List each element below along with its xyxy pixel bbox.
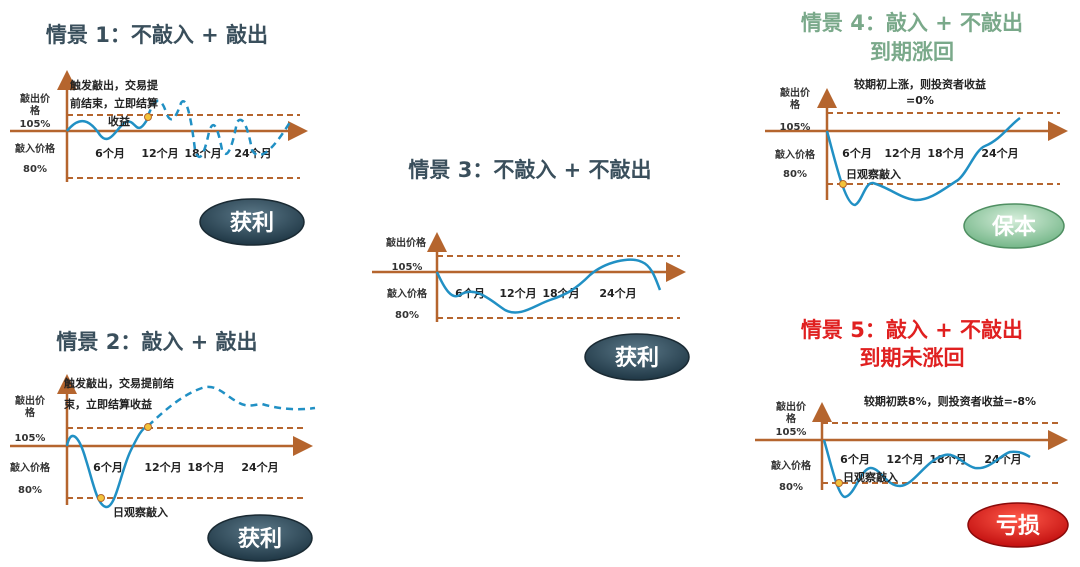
annotation: 触发敲出，交易提前结 — [63, 376, 174, 390]
annotation: 收益 — [108, 114, 130, 128]
scenario-4-title: 情景 4：敲入 + 不敲出 — [801, 11, 1023, 35]
scenario-1: 情景 1：不敲入 + 敲出 敲出价 格 105% 敲入价格 80% 6个月 12… — [10, 23, 308, 246]
result-label: 获利 — [615, 346, 659, 371]
result-button-loss[interactable]: 亏损 — [967, 502, 1069, 548]
knockout-pct: 105% — [780, 122, 811, 133]
result-button-breakeven[interactable]: 保本 — [963, 203, 1065, 249]
result-label: 获利 — [230, 211, 274, 236]
month-label: 6个月 — [842, 146, 872, 160]
month-label: 12个月 — [886, 452, 923, 466]
knockin-pct: 80% — [783, 169, 807, 180]
knockin-pct: 80% — [23, 164, 47, 175]
scenario-5-subtitle: 到期未涨回 — [860, 346, 965, 370]
knockin-label: 敲入价格 — [771, 459, 812, 472]
knockout-label: 敲出价 — [780, 86, 811, 99]
knockout-point — [144, 423, 152, 431]
knockout-pct: 105% — [392, 262, 423, 273]
knockin-point — [835, 479, 843, 487]
annotation: 触发敲出，交易提 — [69, 78, 159, 92]
month-label: 6个月 — [840, 452, 870, 466]
month-label: 18个月 — [187, 460, 224, 474]
scenario-5-title: 情景 5：敲入 + 不敲出 — [801, 318, 1023, 342]
month-label: 18个月 — [929, 452, 966, 466]
month-label: 18个月 — [542, 286, 579, 300]
scenario-3-title: 情景 3：不敲入 + 不敲出 — [408, 158, 651, 182]
scenario-5: 情景 5：敲入 + 不敲出 到期未涨回 敲出价 格 105% 敲入价格 80% … — [755, 318, 1069, 548]
month-label: 12个月 — [499, 286, 536, 300]
month-label: 12个月 — [141, 146, 178, 160]
knockin-label: 敲入价格 — [387, 287, 428, 300]
knockin-pct: 80% — [779, 482, 803, 493]
price-curve — [822, 439, 1031, 499]
month-label: 6个月 — [93, 460, 123, 474]
price-curve — [66, 117, 150, 141]
result-button-profit[interactable]: 获利 — [584, 333, 690, 381]
price-curve — [435, 258, 662, 314]
knockout-label-2: 格 — [30, 104, 41, 117]
scenario-3: 情景 3：不敲入 + 不敲出 敲出价格 105% 敲入价格 80% 6个月 12… — [372, 158, 690, 381]
scenario-4: 情景 4：敲入 + 不敲出 到期涨回 敲出价 格 105% 敲入价格 80% 6… — [765, 11, 1068, 249]
knockout-pct: 105% — [15, 433, 46, 444]
knockout-label-2: 格 — [790, 98, 801, 111]
knockin-note: 日观察敲入 — [843, 470, 898, 484]
result-button-profit[interactable]: 获利 — [207, 514, 313, 562]
knockout-point — [144, 113, 152, 121]
knockin-label: 敲入价格 — [775, 148, 816, 161]
knockin-note: 日观察敲入 — [113, 505, 168, 519]
scenario-2-title: 情景 2：敲入 + 敲出 — [56, 330, 257, 354]
price-curve — [825, 116, 1021, 207]
knockout-pct: 105% — [20, 119, 51, 130]
result-label: 亏损 — [996, 514, 1040, 539]
price-curve — [65, 424, 149, 509]
month-label: 24个月 — [241, 460, 278, 474]
result-label: 保本 — [991, 215, 1036, 240]
month-label: 18个月 — [184, 146, 221, 160]
knockout-label: 敲出价 — [20, 92, 51, 105]
knockin-label: 敲入价格 — [15, 142, 56, 155]
knockin-point — [97, 494, 105, 502]
knockout-label: 敲出价 — [776, 400, 807, 413]
price-curve-after — [147, 385, 316, 427]
scenario-1-title: 情景 1：不敲入 + 敲出 — [46, 23, 268, 47]
month-label: 24个月 — [599, 286, 636, 300]
annotation: 较期初上涨，则投资者收益 — [854, 77, 986, 91]
knockin-label: 敲入价格 — [10, 461, 51, 474]
annotation: 前结束，立即结算 — [70, 96, 158, 110]
annotation: 束，立即结算收益 — [64, 397, 152, 411]
month-label: 12个月 — [144, 460, 181, 474]
scenario-2: 情景 2：敲入 + 敲出 敲出价 格 105% 敲入价格 80% 6个月 12个… — [10, 330, 316, 562]
knockin-note: 日观察敲入 — [846, 167, 901, 181]
month-label: 12个月 — [884, 146, 921, 160]
knockout-label: 敲出价 — [15, 394, 46, 407]
annotation: =0% — [906, 94, 934, 107]
knockout-label-2: 格 — [25, 406, 36, 419]
month-label: 6个月 — [95, 146, 125, 160]
result-label: 获利 — [238, 527, 282, 552]
knockout-label: 敲出价格 — [386, 236, 427, 249]
annotation: 较期初跌8%，则投资者收益=-8% — [864, 394, 1036, 408]
knockout-label-2: 格 — [786, 412, 797, 425]
knockin-pct: 80% — [395, 310, 419, 321]
scenario-4-subtitle: 到期涨回 — [870, 40, 954, 64]
price-curve-after — [146, 99, 292, 159]
knockin-point — [839, 180, 847, 188]
result-button-profit[interactable]: 获利 — [199, 198, 305, 246]
knockin-pct: 80% — [18, 485, 42, 496]
knockout-pct: 105% — [776, 427, 807, 438]
month-label: 18个月 — [927, 146, 964, 160]
month-label: 24个月 — [981, 146, 1018, 160]
